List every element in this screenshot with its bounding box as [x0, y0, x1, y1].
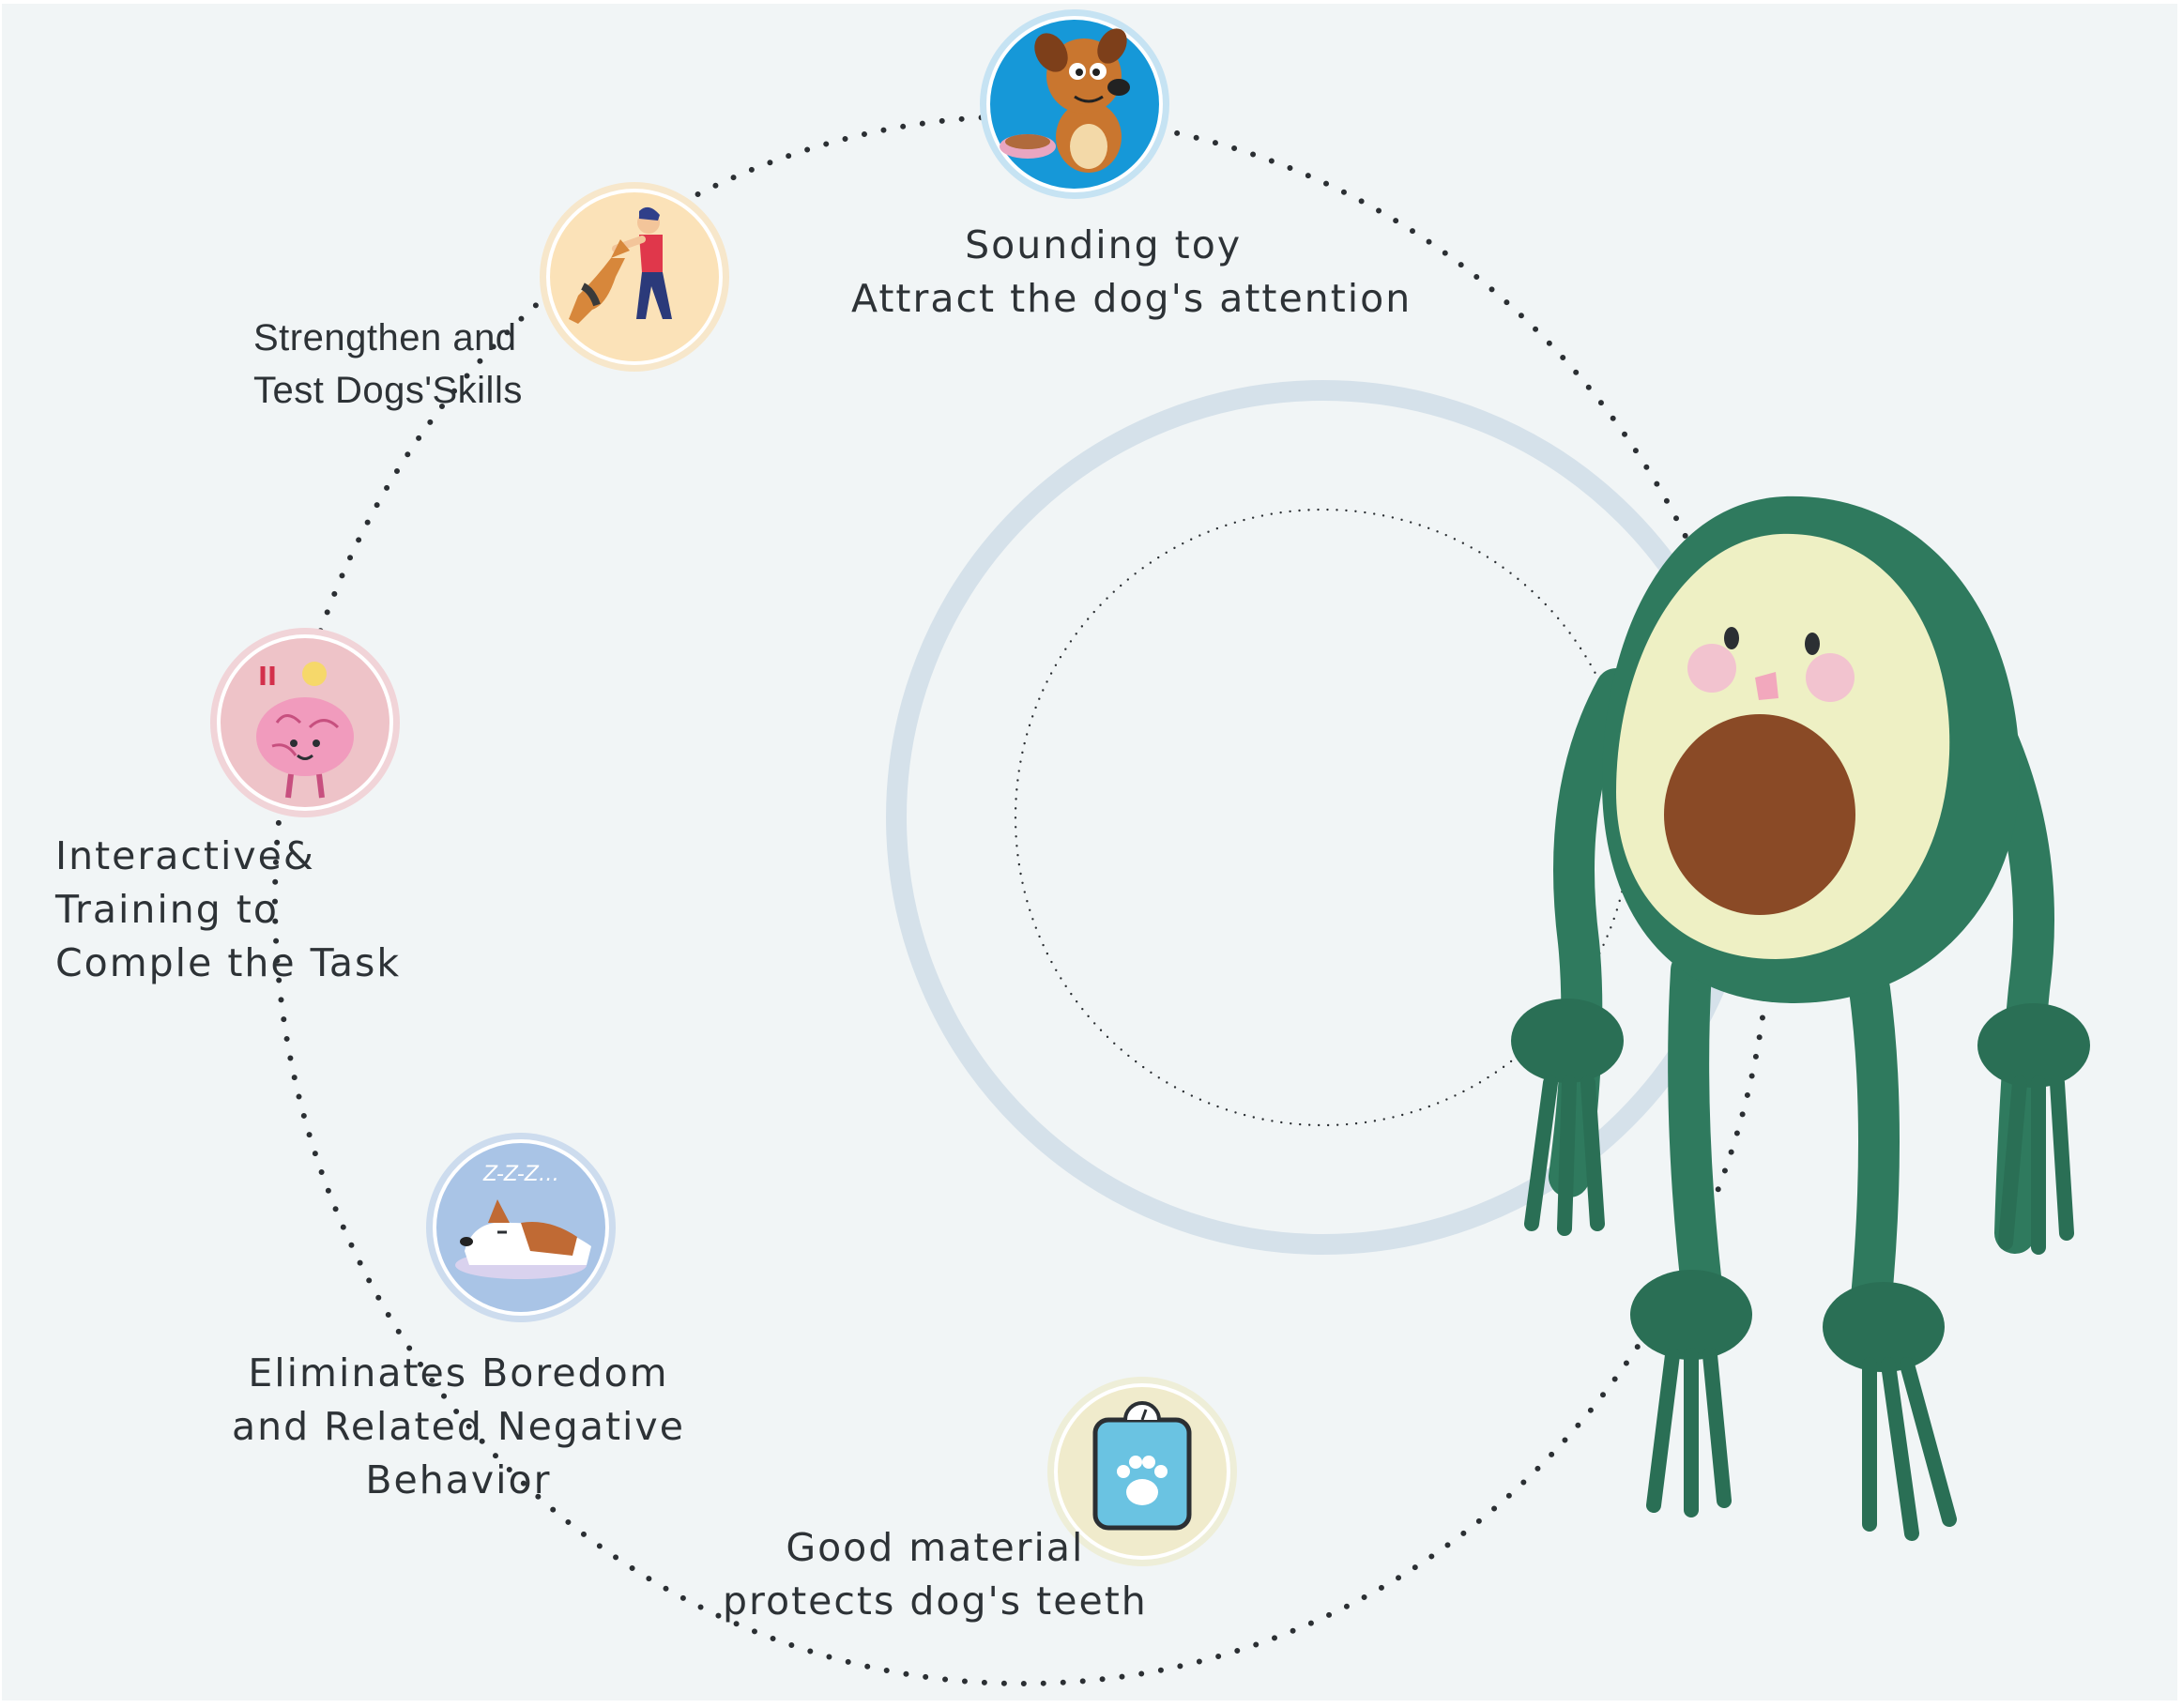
feature-label-interactive-line-1: Interactive&	[55, 833, 315, 878]
feature-label-skills-line-2: Test Dogs'Skills	[253, 370, 523, 411]
feature-label-boredom-line-2: and Related Negative	[232, 1404, 685, 1449]
feature-label-boredom-line-3: Behavior	[365, 1457, 552, 1502]
background-canvas: Z-Z-Z…	[2, 4, 2177, 1700]
svg-text:Z-Z-Z…: Z-Z-Z…	[482, 1163, 559, 1186]
feature-label-interactive: Interactive& Training to Comple the Task	[55, 830, 401, 990]
feature-label-skills-line-1: Strengthen and	[253, 317, 517, 358]
man-training-dog-icon	[540, 182, 729, 372]
feature-label-material-line-2: protects dog's teeth	[723, 1578, 1148, 1624]
paw-scale-icon	[1047, 1377, 1237, 1566]
feature-diagram: Z-Z-Z…	[210, 9, 2090, 1686]
feature-label-sounding: Sounding toy Attract the dog's attention	[851, 219, 1412, 326]
feature-label-interactive-line-2: Training to	[55, 887, 279, 932]
feature-label-interactive-line-3: Comple the Task	[55, 940, 402, 985]
puppy-with-bowl-icon	[980, 9, 1169, 199]
feature-label-sounding-line-1: Sounding toy	[965, 222, 1243, 267]
feature-label-skills: Strengthen and Test Dogs'Skills	[253, 312, 523, 417]
avocado-rope-toy-icon	[1511, 496, 2090, 1541]
feature-label-sounding-line-2: Attract the dog's attention	[851, 276, 1412, 321]
sleeping-dog-icon: Z-Z-Z…	[426, 1133, 616, 1322]
feature-label-boredom-line-1: Eliminates Boredom	[248, 1350, 669, 1395]
feature-label-material-line-1: Good material	[786, 1525, 1085, 1570]
thinking-brain-icon	[210, 628, 400, 817]
feature-label-material: Good material protects dog's teeth	[723, 1521, 1148, 1628]
feature-label-boredom: Eliminates Boredom and Related Negative …	[232, 1347, 685, 1507]
